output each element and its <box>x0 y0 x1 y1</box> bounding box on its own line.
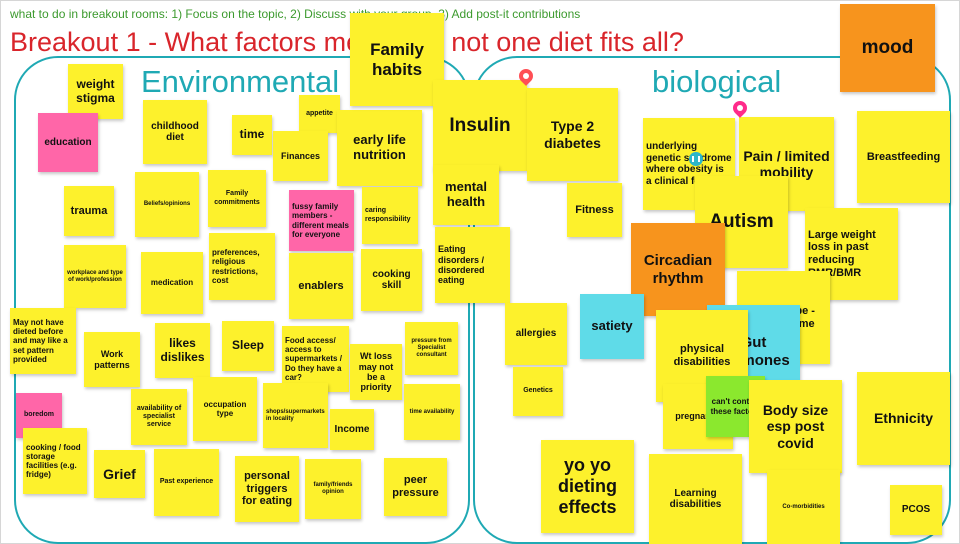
sticky-note[interactable]: family/friends opinion <box>305 459 361 519</box>
collaborator-cursor-icon <box>689 152 703 166</box>
sticky-note[interactable]: Co-morbidities <box>767 470 840 544</box>
sticky-note[interactable]: peer pressure <box>384 458 447 516</box>
sticky-note[interactable]: personal triggers for eating <box>235 456 299 522</box>
sticky-note[interactable]: fussy family members - different meals f… <box>289 190 354 251</box>
sticky-note[interactable]: satiety <box>580 294 644 359</box>
sticky-note[interactable]: likes dislikes <box>155 323 210 378</box>
sticky-note[interactable]: workplace and type of work/profession <box>64 245 126 308</box>
sticky-note[interactable]: cooking skill <box>361 249 422 311</box>
sticky-note[interactable]: Circadian rhythm <box>631 223 725 316</box>
sticky-note[interactable]: Breastfeeding <box>857 111 950 203</box>
sticky-note[interactable]: Eating disorders / disordered eating <box>435 227 510 303</box>
sticky-note[interactable]: pressure from Specialist consultant <box>405 322 458 375</box>
sticky-note[interactable]: education <box>38 113 98 172</box>
sticky-note[interactable]: Genetics <box>513 367 563 416</box>
region-label-environmental: Environmental <box>141 64 340 99</box>
sticky-note[interactable]: yo yo dieting effects <box>541 440 634 533</box>
sticky-note[interactable]: cooking / food storage facilities (e.g. … <box>23 428 87 494</box>
sticky-note[interactable]: mental health <box>433 165 499 225</box>
region-label-biological: biological <box>652 64 782 99</box>
board-title: Breakout 1 - What factors mean that not … <box>10 27 684 57</box>
sticky-note[interactable]: medication <box>141 252 203 314</box>
sticky-note[interactable]: Wt loss may not be a priority <box>350 344 402 400</box>
sticky-note[interactable]: preferences, religious restrictions, cos… <box>209 233 275 300</box>
sticky-note[interactable]: Income <box>330 409 374 450</box>
sticky-note[interactable]: availability of specialist service <box>131 389 187 445</box>
sticky-note[interactable]: Past experience <box>154 449 219 516</box>
sticky-note[interactable]: PCOS <box>890 485 942 535</box>
sticky-note[interactable]: Type 2 diabetes <box>527 88 618 181</box>
instructions-text: what to do in breakout rooms: 1) Focus o… <box>10 7 581 21</box>
sticky-note[interactable]: appetite <box>299 95 340 133</box>
sticky-note[interactable]: enablers <box>289 253 353 319</box>
sticky-note[interactable]: time <box>232 115 272 155</box>
sticky-note[interactable]: shops/supermarkets in locality <box>263 383 328 448</box>
sticky-note[interactable]: caring responsibility <box>362 187 418 244</box>
sticky-note[interactable]: occupation type <box>193 377 257 441</box>
sticky-note[interactable]: Learning disabilities <box>649 454 742 544</box>
sticky-note[interactable]: time availability <box>404 384 460 440</box>
sticky-note[interactable]: Sleep <box>222 321 274 371</box>
sticky-note[interactable]: Finances <box>273 131 328 181</box>
sticky-note[interactable]: allergies <box>505 303 567 365</box>
sticky-note[interactable]: Beliefs/opinions <box>135 172 199 237</box>
sticky-note[interactable]: Family habits <box>350 13 444 106</box>
sticky-note[interactable]: Fitness <box>567 183 622 237</box>
sticky-note[interactable]: Insulin <box>433 80 527 171</box>
sticky-note[interactable]: Family commitments <box>208 170 266 227</box>
sticky-note[interactable]: Food access/ access to supermarkets / Do… <box>282 326 349 392</box>
sticky-note[interactable]: trauma <box>64 186 114 236</box>
sticky-note[interactable]: early life nutrition <box>337 110 422 186</box>
sticky-note[interactable]: Body size esp post covid <box>749 380 842 473</box>
sticky-note[interactable]: Ethnicity <box>857 372 950 465</box>
sticky-note[interactable]: mood <box>840 4 935 92</box>
sticky-note[interactable]: Work patterns <box>84 332 140 387</box>
sticky-note[interactable]: Grief <box>94 450 145 498</box>
sticky-note[interactable]: Autism <box>695 176 788 268</box>
sticky-note[interactable]: May not have dieted before and may like … <box>10 308 76 374</box>
sticky-note[interactable]: childhood diet <box>143 100 207 164</box>
sticky-note[interactable]: weight stigma <box>68 64 123 119</box>
